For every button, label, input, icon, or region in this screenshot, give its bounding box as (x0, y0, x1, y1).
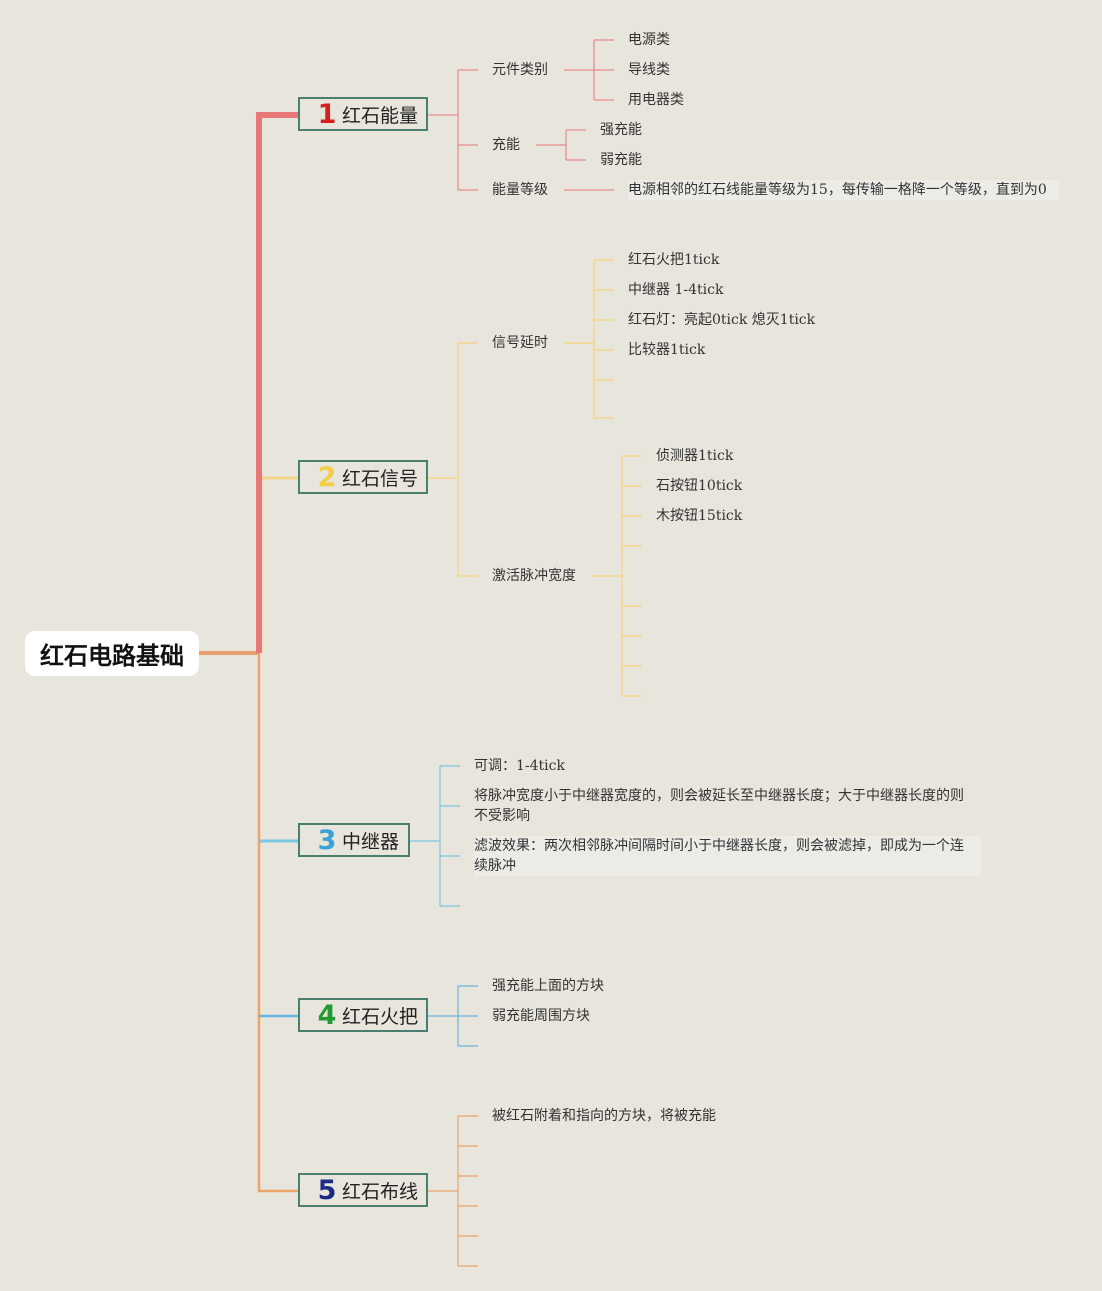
connector-branch-1 (256, 112, 299, 653)
topic-charging[interactable]: 充能 (492, 137, 520, 153)
leaf-item[interactable]: 滤波效果：两次相邻脉冲间隔时间小于中继器长度，则会被滤掉，即成为一个连续脉冲 (474, 836, 981, 876)
leaf-item[interactable]: 可调：1-4tick (474, 758, 565, 774)
leaf-item[interactable]: 弱充能周围方块 (492, 1008, 590, 1024)
leaf-item[interactable]: 强充能 (600, 122, 642, 138)
leaf-item[interactable]: 中继器 1-4tick (628, 282, 724, 298)
branch-number-3: 3 (317, 824, 337, 856)
topic-component-category[interactable]: 元件类别 (492, 62, 548, 78)
branch-4-subtree (428, 985, 478, 1047)
branch-1-subtree (428, 39, 614, 191)
leaf-item[interactable]: 侦测器1tick (656, 448, 734, 464)
branch-number-1: 1 (317, 98, 337, 130)
branch-node-1[interactable]: 1 红石能量 (298, 97, 428, 131)
branch-5-subtree (428, 1115, 478, 1267)
leaf-item[interactable]: 将脉冲宽度小于中继器宽度的，则会被延长至中继器长度；大于中继器长度的则不受影响 (474, 788, 964, 824)
branch-node-3[interactable]: 3 中继器 (298, 823, 410, 857)
branch-number-4: 4 (317, 999, 337, 1031)
leaf-item[interactable]: 被红石附着和指向的方块，将被充能 (492, 1108, 716, 1124)
root-label: 红石电路基础 (40, 642, 184, 670)
topic-activation-pulse-width[interactable]: 激活脉冲宽度 (492, 568, 576, 584)
leaf-item[interactable]: 导线类 (628, 62, 670, 78)
topic-energy-level[interactable]: 能量等级 (492, 182, 548, 198)
root-node[interactable]: 红石电路基础 (25, 631, 199, 676)
connector-branch-2 (259, 476, 299, 653)
branch-node-4[interactable]: 4 红石火把 (298, 998, 428, 1032)
branch-3-subtree (410, 765, 460, 907)
leaf-item[interactable]: 比较器1tick (628, 342, 706, 358)
leaf-item[interactable]: 石按钮10tick (656, 478, 743, 494)
leaf-item[interactable]: 用电器类 (628, 92, 684, 108)
connector-branch-5 (257, 653, 299, 1193)
branch-label: 红石布线 (342, 1181, 419, 1203)
leaf-item[interactable]: 电源类 (628, 32, 670, 48)
topic-signal-delay[interactable]: 信号延时 (492, 335, 548, 351)
branch-2-subtree (428, 259, 642, 697)
leaf-item[interactable]: 电源相邻的红石线能量等级为15，每传输一格降一个等级，直到为0 (628, 180, 1059, 200)
branch-label: 中继器 (342, 831, 400, 853)
branch-node-2[interactable]: 2 红石信号 (298, 460, 428, 494)
leaf-item[interactable]: 红石火把1tick (628, 252, 720, 268)
branch-label: 红石能量 (342, 105, 419, 127)
leaf-item[interactable]: 木按钮15tick (656, 508, 743, 524)
branch-label: 红石信号 (342, 468, 419, 490)
leaf-item[interactable]: 红石灯：亮起0tick 熄灭1tick (628, 312, 816, 328)
leaf-item[interactable]: 弱充能 (600, 152, 642, 168)
branch-label: 红石火把 (342, 1006, 419, 1028)
branch-number-5: 5 (317, 1174, 337, 1206)
branch-number-2: 2 (317, 461, 337, 493)
branch-node-5[interactable]: 5 红石布线 (298, 1173, 428, 1207)
leaf-item[interactable]: 强充能上面的方块 (492, 978, 604, 994)
